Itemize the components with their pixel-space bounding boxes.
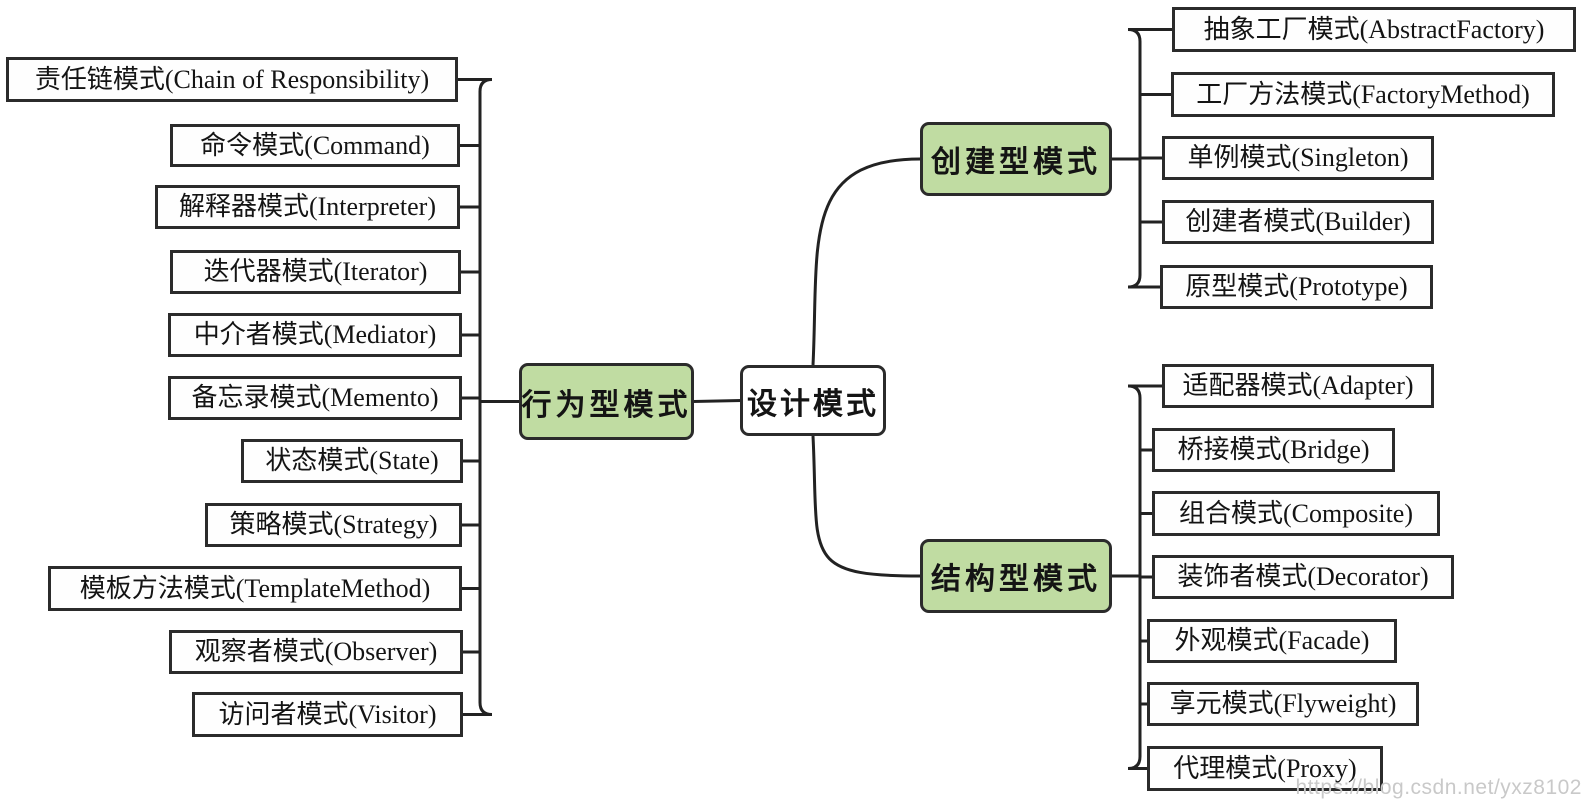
pattern-node-2-6[interactable]: 代理模式(Proxy)	[1147, 746, 1383, 791]
branch-node-behavioral[interactable]: 行为型模式	[519, 363, 694, 440]
pattern-node-2-4[interactable]: 外观模式(Facade)	[1147, 619, 1397, 663]
pattern-node-2-2[interactable]: 组合模式(Composite)	[1152, 491, 1440, 536]
pattern-node-1-2[interactable]: 单例模式(Singleton)	[1162, 136, 1434, 180]
pattern-node-0-7[interactable]: 策略模式(Strategy)	[205, 503, 462, 547]
pattern-node-1-4[interactable]: 原型模式(Prototype)	[1160, 265, 1433, 309]
pattern-node-2-3[interactable]: 装饰者模式(Decorator)	[1152, 555, 1454, 599]
pattern-node-1-3[interactable]: 创建者模式(Builder)	[1162, 200, 1434, 244]
pattern-node-0-2[interactable]: 解释器模式(Interpreter)	[155, 185, 460, 229]
pattern-node-0-1[interactable]: 命令模式(Command)	[170, 124, 460, 167]
watermark: https://blog.csdn.net/yxz8102	[1295, 776, 1582, 799]
pattern-node-0-8[interactable]: 模板方法模式(TemplateMethod)	[48, 566, 462, 611]
pattern-node-0-0[interactable]: 责任链模式(Chain of Responsibility)	[6, 57, 458, 102]
pattern-node-0-3[interactable]: 迭代器模式(Iterator)	[170, 250, 461, 294]
pattern-node-1-1[interactable]: 工厂方法模式(FactoryMethod)	[1171, 72, 1555, 117]
pattern-node-0-10[interactable]: 访问者模式(Visitor)	[192, 692, 463, 737]
pattern-node-1-0[interactable]: 抽象工厂模式(AbstractFactory)	[1172, 7, 1576, 52]
pattern-node-0-9[interactable]: 观察者模式(Observer)	[169, 630, 463, 674]
pattern-node-0-6[interactable]: 状态模式(State)	[241, 439, 463, 483]
pattern-node-0-4[interactable]: 中介者模式(Mediator)	[168, 313, 462, 357]
pattern-node-2-0[interactable]: 适配器模式(Adapter)	[1162, 364, 1434, 408]
root-node[interactable]: 设计模式	[740, 365, 886, 436]
pattern-node-2-1[interactable]: 桥接模式(Bridge)	[1152, 428, 1395, 472]
pattern-node-0-5[interactable]: 备忘录模式(Memento)	[168, 376, 462, 420]
branch-node-structural[interactable]: 结构型模式	[920, 539, 1112, 613]
branch-node-creational[interactable]: 创建型模式	[920, 122, 1112, 196]
pattern-node-2-5[interactable]: 享元模式(Flyweight)	[1147, 682, 1419, 726]
